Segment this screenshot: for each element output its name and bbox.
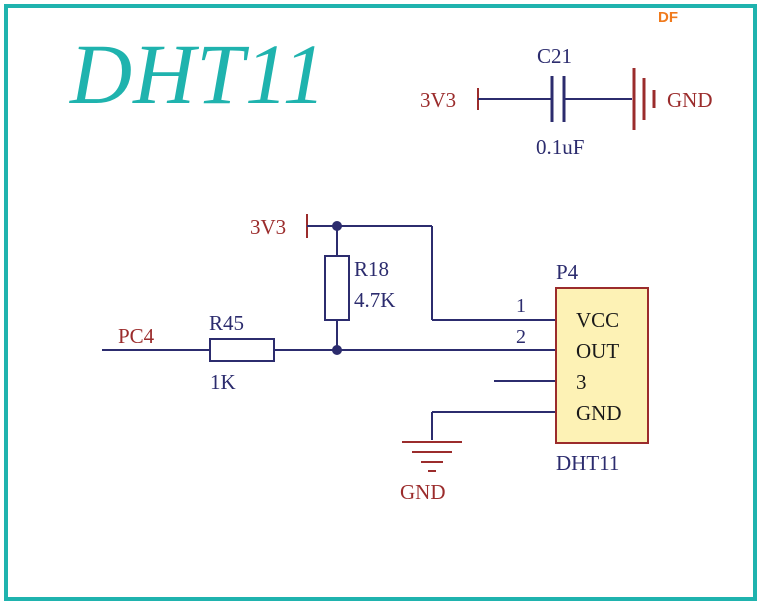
- net-label-gnd-bottom: GND: [400, 480, 446, 504]
- watermark-logo: DF: [658, 9, 678, 26]
- r45-ref-label: R45: [209, 311, 244, 335]
- pin-name-vcc: VCC: [576, 308, 619, 332]
- cap-section: [477, 68, 656, 130]
- pin-number-1: 1: [516, 295, 526, 317]
- pin-name-out: OUT: [576, 339, 619, 363]
- signal-wiring: [102, 214, 556, 440]
- pin-number-2: 2: [516, 326, 526, 348]
- sensor-part-label: DHT11: [556, 451, 619, 475]
- r18-ref-label: R18: [354, 257, 389, 281]
- r45-value-label: 1K: [210, 370, 236, 394]
- net-label-3v3-pullup: 3V3: [250, 215, 286, 239]
- sensor-chip-body: [555, 287, 649, 444]
- junction-dot-top: [332, 221, 342, 231]
- cap-ref-label: C21: [537, 44, 572, 68]
- net-label-gnd-top: GND: [667, 88, 713, 112]
- schematic-frame: [4, 4, 757, 601]
- cap-value-label: 0.1uF: [536, 135, 584, 159]
- net-label-pc4: PC4: [118, 324, 155, 348]
- sensor-ref-label: P4: [556, 260, 579, 284]
- r18-value-label: 4.7K: [354, 288, 395, 312]
- diagram-title: DHT11: [70, 26, 327, 122]
- junction-dot-bottom: [332, 345, 342, 355]
- pin-name-3: 3: [576, 370, 587, 394]
- net-label-3v3-top: 3V3: [420, 88, 456, 112]
- r45-body: [209, 338, 275, 362]
- pin-name-gnd: GND: [576, 401, 622, 425]
- r18-body: [324, 255, 350, 321]
- ground-symbol: [402, 441, 462, 472]
